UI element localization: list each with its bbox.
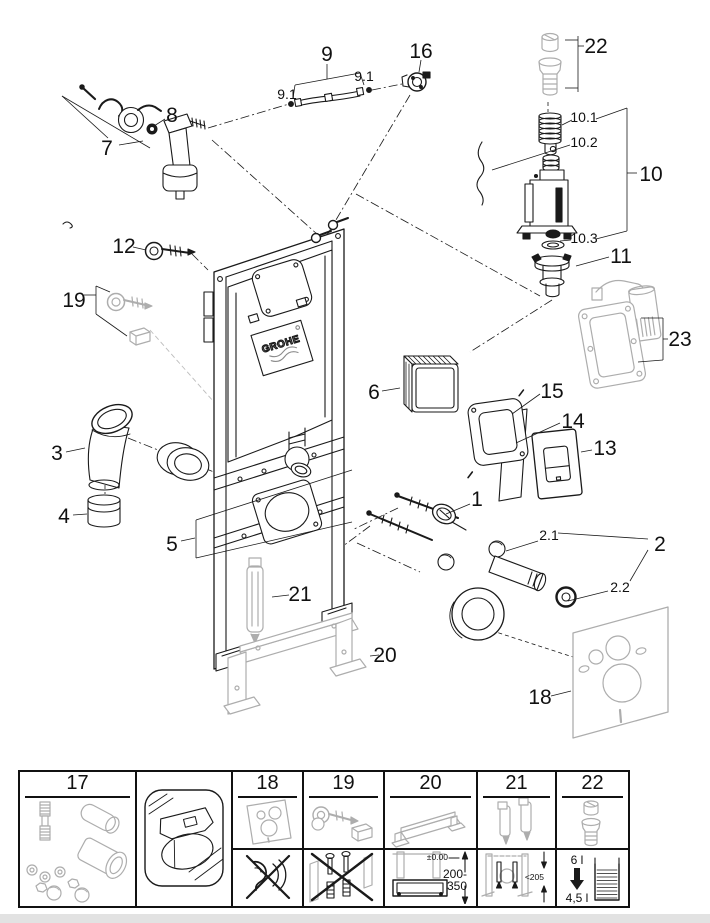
label-part-2-2: 2.2 xyxy=(610,579,630,595)
part-2-1-cap xyxy=(488,540,506,558)
part-10-flush-valve xyxy=(516,154,578,240)
part-7-fill-valve-assembly xyxy=(79,84,206,200)
kit-17-fixing-set-icon xyxy=(26,801,128,903)
no-other-anchors-icon xyxy=(309,850,374,903)
grohe-logo-plate: GROHE xyxy=(250,319,314,377)
label-part-11: 11 xyxy=(610,245,632,268)
legend-col-17: 17 xyxy=(20,772,137,906)
zero-level-text: ±0.00 xyxy=(427,852,448,862)
label-part-8: 8 xyxy=(166,104,178,127)
part-2-1-cap xyxy=(437,553,455,571)
label-part-19: 19 xyxy=(62,289,85,312)
height-range-text-1: 200- xyxy=(443,867,467,881)
page-edge-strip xyxy=(0,914,710,923)
label-part-23: 23 xyxy=(668,328,691,351)
label-part-6: 6 xyxy=(368,381,380,404)
accessory-legend-table: 17 xyxy=(18,770,630,908)
part-3-flush-bend xyxy=(87,403,133,491)
part-2-2-seal xyxy=(555,586,577,608)
kit-22-flush-adapter-icon xyxy=(581,800,601,847)
legend-col-22: 22 6 l 4,5 l xyxy=(557,772,628,906)
flush-volume-to-text: 4,5 l xyxy=(566,891,589,904)
label-part-10: 10 xyxy=(639,163,662,186)
kit-20-rail-icon xyxy=(391,811,466,848)
wall-hung-toilet-icon xyxy=(144,789,224,887)
label-part-16: 16 xyxy=(409,40,432,63)
part-18-sound-insulation xyxy=(572,606,669,739)
legend-col-toilet xyxy=(137,772,233,906)
label-part-22: 22 xyxy=(584,35,607,58)
legend-header-17: 17 xyxy=(25,772,130,798)
no-noise-icon xyxy=(245,854,291,900)
label-part-1: 1 xyxy=(471,488,483,511)
part-2-wall-socket xyxy=(449,587,505,641)
max-height-icon: <205 xyxy=(481,851,547,903)
label-part-10-2: 10.2 xyxy=(570,134,597,150)
label-part-10-1: 10.1 xyxy=(570,109,597,125)
label-part-14: 14 xyxy=(561,410,585,433)
part-2-connection-set xyxy=(437,540,577,641)
part-13-flush-plate xyxy=(531,428,583,500)
part-3-seal-ring xyxy=(156,442,210,481)
kit-21-extension-icon xyxy=(497,797,532,845)
part-15-gasket-frame xyxy=(467,389,529,479)
legend-header-19: 19 xyxy=(309,772,378,798)
label-part-7: 7 xyxy=(101,137,113,160)
part-20-support-rail xyxy=(223,612,367,715)
flush-volume-from-text: 6 l xyxy=(571,853,584,867)
label-part-9: 9 xyxy=(321,43,333,66)
legend-header-20: 20 xyxy=(390,772,471,798)
flush-volume-icon: 6 l 4,5 l xyxy=(566,853,620,905)
part-12-wall-anchor xyxy=(144,241,196,261)
part-10-2-wire xyxy=(476,141,485,206)
part-10-1-bellows xyxy=(538,112,562,156)
part-23-discharge-set xyxy=(577,279,662,389)
label-part-13: 13 xyxy=(593,437,616,460)
down-arrow-icon xyxy=(570,868,584,890)
legend-col-18: 18 xyxy=(233,772,304,906)
tick-mark xyxy=(62,221,73,229)
part-19-bracket-set xyxy=(106,292,153,346)
part-9-connection-hose xyxy=(288,86,372,108)
height-range-text-2: 350 xyxy=(447,879,467,893)
label-part-9-1: 9.1 xyxy=(354,68,374,84)
legend-header-18: 18 xyxy=(238,772,297,798)
label-part-3: 3 xyxy=(51,442,63,465)
part-22-extension-set xyxy=(538,32,562,96)
legend-col-20: 20 xyxy=(385,772,478,906)
part-10-3-seal-set xyxy=(541,229,565,250)
leader-lines xyxy=(61,36,668,697)
part-1-fixing-screws xyxy=(366,492,467,541)
part-21-extension xyxy=(246,557,264,644)
legend-header-22: 22 xyxy=(562,772,623,798)
label-part-15: 15 xyxy=(540,380,563,403)
label-part-2-1: 2.1 xyxy=(539,527,559,543)
part-11-valve-seat xyxy=(531,253,572,298)
kit-19-bracket-icon xyxy=(311,806,373,842)
kit-18-insulation-icon xyxy=(246,799,292,845)
label-part-2: 2 xyxy=(654,533,666,556)
install-height-icon: ±0.00 200- 350 xyxy=(392,851,469,905)
part-16-angle-valve xyxy=(401,71,431,92)
label-part-18: 18 xyxy=(528,686,551,709)
legend-header-21: 21 xyxy=(483,772,550,798)
legend-col-21: 21 xyxy=(478,772,557,906)
exploded-diagram: GROHE xyxy=(51,32,692,739)
hanger-bolt-installed xyxy=(310,217,349,244)
label-part-5: 5 xyxy=(166,533,178,556)
label-part-21: 21 xyxy=(288,583,311,606)
cistern-tank: GROHE xyxy=(227,249,333,478)
max-height-text: <205 xyxy=(525,872,544,882)
label-part-12: 12 xyxy=(112,235,135,258)
part-number-labels: 7 8 9 9.1 9.1 16 22 10.1 10.2 10 10.3 11… xyxy=(51,35,692,709)
label-part-10-3: 10.3 xyxy=(570,230,597,246)
label-part-9-1: 9.1 xyxy=(277,86,297,102)
label-part-20: 20 xyxy=(373,644,396,667)
label-part-4: 4 xyxy=(58,505,70,528)
legend-col-19: 19 xyxy=(304,772,385,906)
part-6-protection-box xyxy=(403,355,459,413)
part-4-connection-sleeve xyxy=(87,494,121,528)
